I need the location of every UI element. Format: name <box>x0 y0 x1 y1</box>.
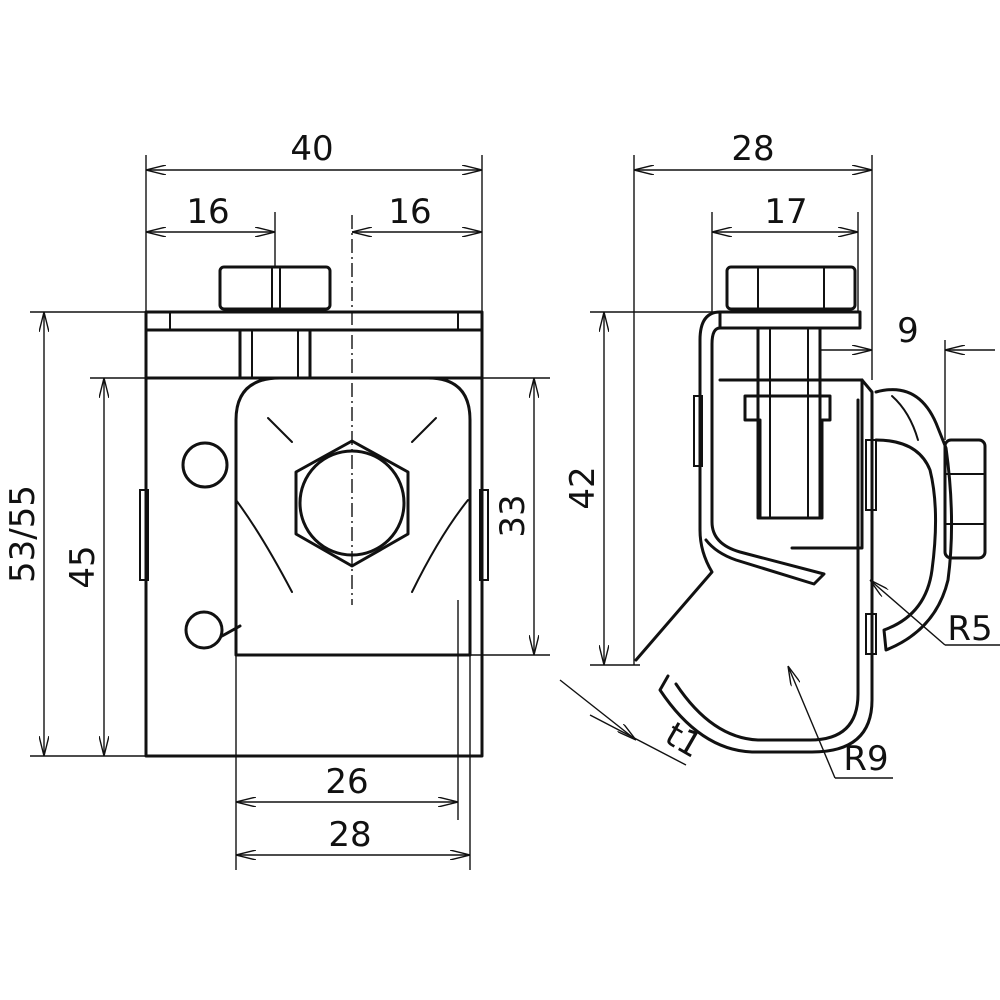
side-top-plate <box>718 310 862 330</box>
front-right-rib <box>479 489 489 581</box>
dim-line-r5 <box>870 580 946 646</box>
dim-line-t1 <box>559 679 636 740</box>
front-body <box>144 328 484 758</box>
dim-label-17: 17 <box>764 192 807 232</box>
front-upper-hole <box>181 441 229 489</box>
dim-label-28-side: 28 <box>731 129 774 169</box>
dim-label-16-right: 16 <box>388 192 431 232</box>
side-hook-inner <box>674 398 860 742</box>
dim-label-33: 33 <box>493 494 533 537</box>
front-view: 40 16 16 53/55 45 33 26 28 <box>3 129 550 870</box>
dim-label-16-left: 16 <box>186 192 229 232</box>
front-jaw-mark <box>267 417 293 443</box>
dim-label-r9: R9 <box>843 739 888 779</box>
dim-label-42: 42 <box>563 466 603 509</box>
front-lower-hole <box>184 610 224 650</box>
side-frame-rib <box>693 395 703 467</box>
front-bolt-shaft <box>238 328 312 380</box>
side-outer-nut <box>943 438 987 560</box>
dim-line-r9 <box>788 666 836 779</box>
dim-label-t1: t1 <box>658 714 708 766</box>
dim-label-40: 40 <box>290 129 333 169</box>
dim-label-r5: R5 <box>947 609 992 649</box>
dim-label-9: 9 <box>897 311 919 351</box>
dim-label-53-55: 53/55 <box>3 485 43 583</box>
front-jaw-mark <box>411 417 437 443</box>
side-bolt-head <box>725 265 857 311</box>
front-bolt-head <box>218 265 332 311</box>
side-hook-rib <box>865 613 877 655</box>
dim-line-t1 <box>589 714 687 766</box>
front-left-rib <box>139 489 149 581</box>
front-hex-nut <box>294 439 410 568</box>
dim-label-45: 45 <box>63 545 103 588</box>
side-hook-wall <box>658 378 874 754</box>
front-top-plate <box>144 310 484 332</box>
front-clamp-window <box>234 376 472 657</box>
dim-label-26: 26 <box>325 762 368 802</box>
front-clamp-jaw-right <box>411 499 469 593</box>
side-outer-frame <box>634 310 722 662</box>
front-clamp-jaw-left <box>235 499 293 593</box>
side-inner-bracket <box>718 378 864 550</box>
side-inner-nut <box>743 394 832 520</box>
side-saddle-detail <box>891 395 919 441</box>
side-view: 28 17 9 42 t1 R5 R9 <box>559 129 1000 779</box>
dim-label-28-front: 28 <box>328 815 371 855</box>
side-inner-frame <box>704 326 826 586</box>
side-hook-rib <box>865 439 877 511</box>
side-bolt-shaft <box>756 326 822 520</box>
